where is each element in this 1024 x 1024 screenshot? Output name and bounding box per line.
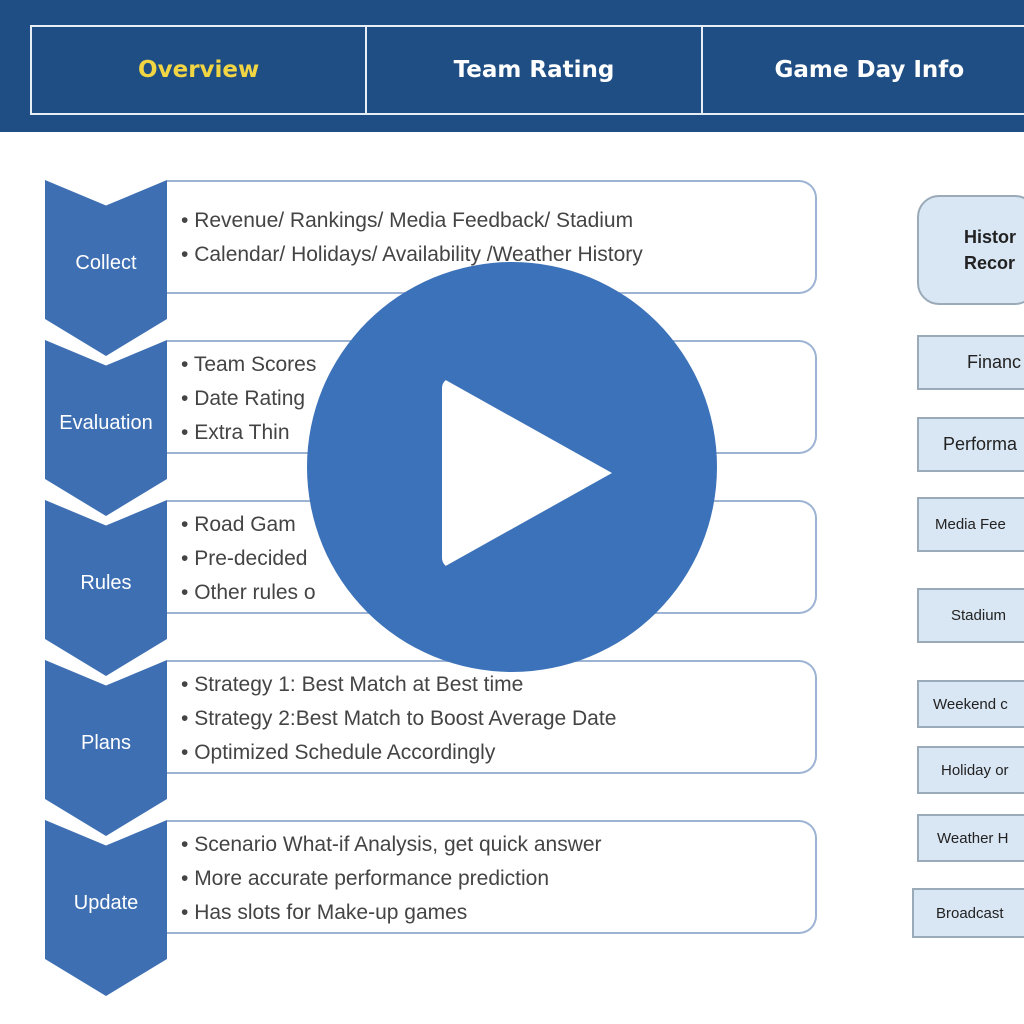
- step-update: Update Scenario What-if Analysis, get qu…: [45, 820, 820, 996]
- chevron-arrow: [45, 660, 167, 836]
- box-label: Financ: [967, 352, 1022, 372]
- tab-game-day-info[interactable]: Game Day Info: [703, 27, 1024, 113]
- box-title-line: Recor: [964, 253, 1016, 273]
- step-label: Collect: [75, 252, 137, 274]
- chevron-arrow: [45, 340, 167, 516]
- bullet-item: Strategy 1: Best Match at Best time: [181, 668, 815, 702]
- tab-team-rating[interactable]: Team Rating: [367, 27, 703, 113]
- box-label: Stadium: [951, 607, 1007, 624]
- bullet-item: Strategy 2:Best Match to Boost Average D…: [181, 702, 815, 736]
- chevron-arrow: [45, 180, 167, 356]
- bullet-item: Date Rating: [181, 382, 815, 416]
- chevron-arrow: [45, 820, 167, 996]
- tab-overview[interactable]: Overview: [32, 27, 368, 113]
- box-label: Broadcast: [936, 904, 1004, 922]
- weather-history-box: Weather H: [917, 814, 1024, 862]
- box-title-line: Histor: [964, 227, 1017, 247]
- history-records-box: Histor Recor: [917, 195, 1024, 305]
- bullet-item: Road Gam: [181, 508, 815, 542]
- bullet-item: Optimized Schedule Accordingly: [181, 736, 815, 770]
- tab-bar: Overview Team Rating Game Day Info: [30, 25, 1024, 115]
- stadium-box: Stadium: [917, 588, 1024, 643]
- bullet-item: Calendar/ Holidays/ Availability /Weathe…: [181, 238, 815, 272]
- weekend-box: Weekend c: [917, 680, 1024, 728]
- box-label: Performa: [943, 434, 1018, 454]
- holiday-box: Holiday or: [917, 746, 1024, 794]
- step-label: Evaluation: [59, 412, 153, 434]
- box-label: Holiday or: [941, 761, 1009, 779]
- bullet-item: Pre-decided: [181, 542, 815, 576]
- box-label: Weather H: [937, 829, 1009, 847]
- step-label: Update: [73, 892, 139, 914]
- step-plans: Plans Strategy 1: Best Match at Best tim…: [45, 660, 820, 836]
- step-card: Scenario What-if Analysis, get quick ans…: [167, 820, 817, 934]
- bullet-item: Scenario What-if Analysis, get quick ans…: [181, 828, 815, 862]
- step-label: Plans: [80, 732, 132, 754]
- bullet-item: Revenue/ Rankings/ Media Feedback/ Stadi…: [181, 204, 815, 238]
- chevron-arrow: [45, 500, 167, 676]
- step-card: Strategy 1: Best Match at Best time Stra…: [167, 660, 817, 774]
- broadcast-box: Broadcast: [912, 888, 1024, 938]
- financial-box: Financ: [917, 335, 1024, 390]
- bullet-item: Team Scores: [181, 348, 815, 382]
- bullet-item: More accurate performance prediction: [181, 862, 815, 896]
- top-navigation-bar: Overview Team Rating Game Day Info: [0, 0, 1024, 132]
- bullet-item: Has slots for Make-up games: [181, 896, 815, 930]
- step-label: Rules: [80, 572, 132, 594]
- media-feedback-box: Media Fee: [917, 497, 1024, 552]
- performance-box: Performa: [917, 417, 1024, 472]
- box-label: Weekend c: [933, 695, 1008, 713]
- box-label: Media Fee: [935, 516, 1006, 533]
